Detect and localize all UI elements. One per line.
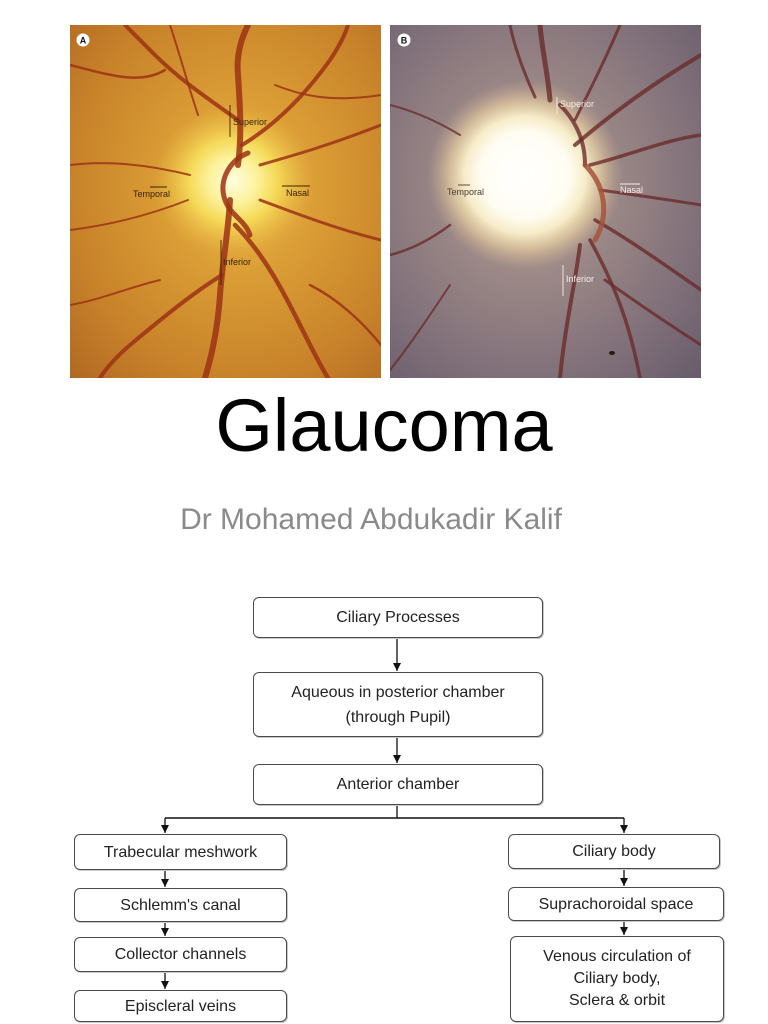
flow-box-text: Ciliary body — [572, 840, 656, 863]
flow-box-text: Episcleral veins — [125, 995, 236, 1018]
flow-box-text: Ciliary body, — [574, 968, 661, 990]
label-inferior: Inferior — [223, 257, 251, 267]
flow-box-text: (through Pupil) — [346, 705, 451, 730]
flow-box-ciliary-processes: Ciliary Processes — [253, 597, 543, 638]
label-superior: Superior — [233, 117, 267, 127]
label-temporal: Temporal — [447, 187, 484, 197]
flow-box-text: Anterior chamber — [337, 773, 460, 796]
flow-box-collector-channels: Collector channels — [74, 937, 287, 972]
pigment-spot — [609, 351, 615, 355]
flow-box-trabecular-meshwork: Trabecular meshwork — [74, 834, 287, 870]
flow-box-anterior-chamber: Anterior chamber — [253, 764, 543, 805]
flow-box-text: Suprachoroidal space — [539, 893, 694, 916]
panel-badge-a: A — [77, 34, 90, 47]
label-inferior: Inferior — [566, 274, 594, 284]
label-nasal: Nasal — [286, 188, 309, 198]
optic-disc — [153, 105, 313, 257]
label-superior: Superior — [560, 99, 594, 109]
flow-box-venous-circulation: Venous circulation of Ciliary body, Scle… — [510, 936, 724, 1022]
slide-subtitle: Dr Mohamed Abdukadir Kalif — [0, 505, 742, 535]
badge-letter: B — [401, 35, 408, 45]
flow-box-text: Ciliary Processes — [336, 606, 460, 629]
label-temporal: Temporal — [133, 189, 170, 199]
flow-box-text: Collector channels — [115, 943, 247, 966]
flow-box-text: Schlemm's canal — [120, 894, 240, 917]
badge-letter: A — [80, 35, 87, 45]
fundus-photo-b: Superior Temporal Nasal Inferior B — [390, 25, 701, 378]
flow-box-episcleral-veins: Episcleral veins — [74, 990, 287, 1022]
flow-box-text: Sclera & orbit — [569, 990, 665, 1012]
flow-box-aqueous-posterior-chamber: Aqueous in posterior chamber (through Pu… — [253, 672, 543, 737]
flow-box-ciliary-body: Ciliary body — [508, 834, 720, 869]
flow-box-text: Aqueous in posterior chamber — [291, 680, 504, 705]
label-nasal: Nasal — [620, 185, 643, 195]
flow-box-suprachoroidal-space: Suprachoroidal space — [508, 887, 724, 921]
flow-box-text: Venous circulation of — [543, 946, 691, 968]
fundus-photo-a: Superior Temporal Nasal Inferior A — [70, 25, 381, 378]
slide-title: Glaucoma — [0, 389, 768, 463]
fundus-image-b: Superior Temporal Nasal Inferior B — [390, 25, 701, 378]
flow-box-text: Trabecular meshwork — [104, 841, 257, 864]
fundus-image-a: Superior Temporal Nasal Inferior A — [70, 25, 381, 378]
flow-box-schlemms-canal: Schlemm's canal — [74, 888, 287, 922]
panel-badge-b: B — [398, 34, 411, 47]
